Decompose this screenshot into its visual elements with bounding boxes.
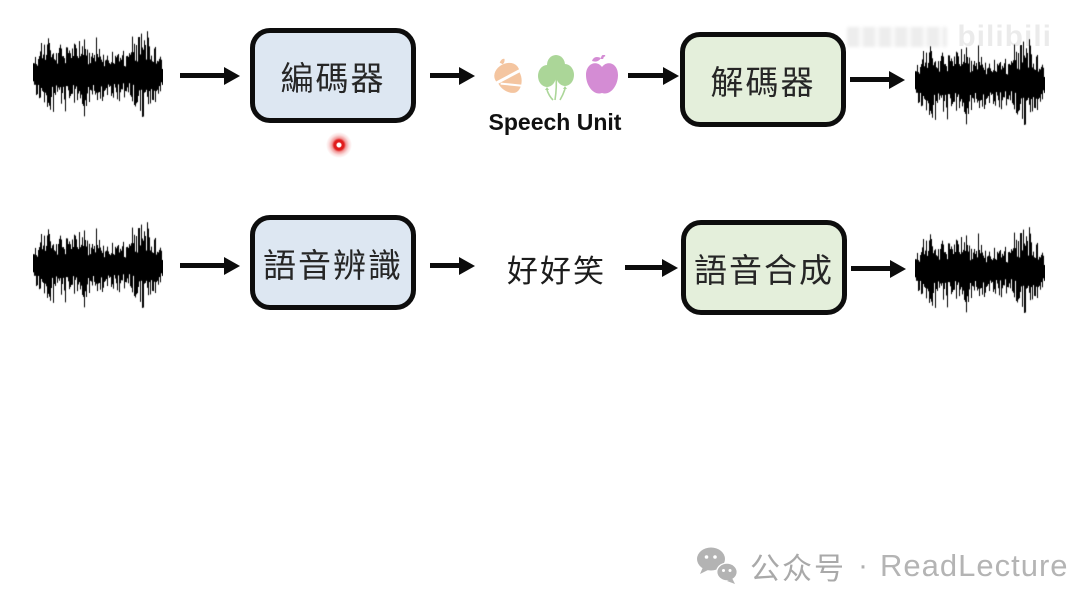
wechat-icon: [697, 547, 738, 584]
encoder-node: 編碼器: [250, 28, 416, 123]
recognized-text: 好好笑: [507, 254, 606, 289]
speech-unit-caption: Speech Unit: [488, 109, 622, 135]
acorn-icon: [494, 58, 523, 93]
platform-label: 公众号: [750, 553, 846, 586]
waveform-output-top: [915, 38, 1045, 130]
flow-arrow: [180, 263, 225, 268]
encoder-label: 編碼器: [280, 59, 386, 97]
balloons-icon: [538, 55, 574, 101]
brand-name: ReadLecture: [880, 548, 1069, 583]
tts-label: 語音合成: [694, 251, 834, 289]
flow-arrow: [628, 73, 664, 78]
flow-arrow: [180, 73, 225, 78]
laser-pointer-dot: [326, 132, 352, 158]
flow-arrow: [851, 266, 891, 271]
asr-node: 語音辨識: [250, 215, 416, 310]
flow-arrow: [430, 73, 460, 78]
asr-label: 語音辨識: [263, 246, 403, 284]
decoder-label: 解碼器: [710, 63, 816, 101]
flow-arrow: [430, 263, 460, 268]
footer-credit: 公众号 · ReadLecture: [696, 544, 1069, 588]
tts-node: 語音合成: [681, 220, 847, 315]
decoder-node: 解碼器: [680, 32, 846, 127]
waveform-input-top: [33, 30, 163, 122]
flow-arrow: [625, 265, 663, 270]
footer-separator: ·: [858, 549, 868, 582]
flow-arrow: [850, 77, 890, 82]
waveform-input-bottom: [33, 221, 163, 313]
waveform-output-bottom: [915, 226, 1045, 318]
apple-icon: [586, 55, 618, 94]
